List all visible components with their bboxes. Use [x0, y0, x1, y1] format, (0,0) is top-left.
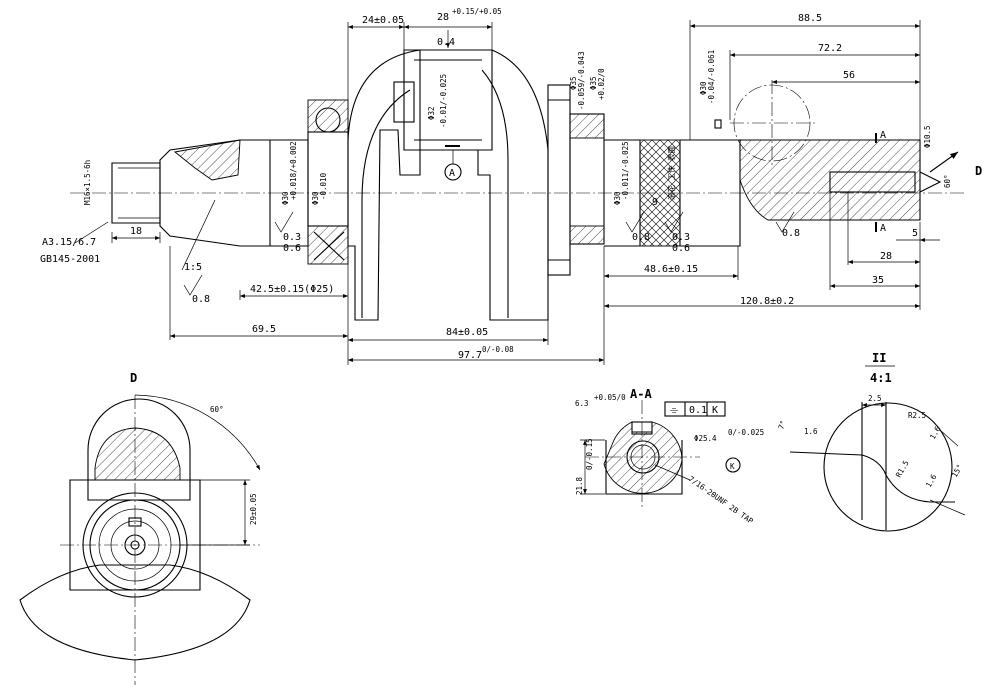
aa-tol-value: 0.1 — [689, 405, 707, 416]
angle-60: 60° — [943, 174, 952, 188]
dim-97-7-tol: 0/-0.08 — [482, 345, 514, 354]
crank-pin — [403, 49, 493, 151]
aa-dim-6-3-tol: +0.05/0 — [594, 393, 626, 402]
crank-web-right — [477, 49, 549, 321]
aa-tol-symbol: ⌯ — [670, 405, 678, 416]
dim-28b: 28 — [880, 251, 892, 262]
detail-scale: 4:1 — [870, 371, 892, 385]
detail-dim-1-6a: 1.6 — [804, 427, 818, 436]
view-d-dim-29: 29±0.05 — [249, 493, 258, 525]
taper-ratio: 1:5 — [184, 262, 202, 273]
view-d-title: D — [130, 371, 137, 385]
view-d-label: D — [975, 164, 982, 178]
standard-ref: GB145-2001 — [40, 254, 100, 265]
aa-dim-25-4: Φ25.4 — [694, 434, 717, 443]
dim-28-tol: +0.15/+0.05 — [452, 7, 502, 16]
detail-dim-1-6c: 1.6 — [924, 472, 939, 489]
dim-30k: Φ30 — [699, 81, 708, 95]
dim-35b: Φ35 — [589, 76, 598, 90]
knurl-note: 滚花 工件 表面 — [666, 145, 676, 200]
dim-30a: Φ30 — [281, 191, 290, 205]
dim-84: 84±0.05 — [446, 327, 488, 338]
dim-28: 28 — [437, 12, 449, 23]
roughness-0-3a: 0.3 — [283, 232, 301, 243]
dim-30a-tol: +0.018/+0.002 — [289, 141, 298, 200]
detail-dim-1-6b: 1.6 — [928, 424, 943, 441]
section-mark-a-top: A — [880, 130, 886, 141]
main-view: A A A D 24±0.05 28 +0.15/+0.05 0.4 Φ32 -… — [40, 7, 982, 365]
dim-120-8: 120.8±0.2 — [740, 296, 794, 307]
detail-angle-7: 7° — [776, 419, 788, 431]
dim-32-tol: -0.01/-0.025 — [439, 74, 448, 128]
aa-tol-ref: K — [712, 405, 718, 416]
section-aa-title: A-A — [630, 387, 652, 401]
view-d-angle: 60° — [210, 405, 224, 414]
dim-35b-tol: +0.02/0 — [597, 68, 606, 100]
flange — [547, 84, 571, 276]
roughness-0-3b: 0.3 — [672, 232, 690, 243]
thread-spec: M16×1.5-6h — [83, 160, 92, 205]
center-hole-spec: A3.15/6.7 — [42, 237, 96, 248]
dim-30c: Φ30 — [613, 191, 622, 205]
dim-30c-tol: -0.011/-0.025 — [621, 141, 630, 200]
dim-69-5: 69.5 — [252, 324, 276, 335]
dim-72-2: 72.2 — [818, 43, 842, 54]
view-d: D 60° 29±0.05 — [19, 371, 261, 685]
aa-dim-21-8-tol: 0/-0.15 — [585, 438, 594, 470]
dim-18: 18 — [130, 226, 142, 237]
dim-10-5: Φ10.5 — [923, 125, 932, 148]
dim-35a: Φ35 — [569, 76, 578, 90]
aa-dim-6-3: 6.3 — [575, 399, 589, 408]
detail-r1-5: R1.5 — [894, 459, 911, 479]
aa-dim-21-8: 21.8 — [575, 476, 584, 495]
roughness-0-8c: 0.8 — [192, 294, 210, 305]
dim-0-4: 0.4 — [437, 37, 455, 48]
detail-dim-2-5: 2.5 — [868, 394, 882, 403]
aa-tap-spec: 7/16-20UNF 2B TAP — [687, 474, 755, 526]
section-mark-a-bottom: A — [880, 223, 886, 234]
roughness-0-8b: 0.8 — [782, 228, 800, 239]
detail-r2-5: R2.5 — [908, 411, 926, 420]
detail-title: II — [872, 351, 886, 365]
aa-datum-k: K — [730, 462, 735, 471]
roughness-0-6b: 0.6 — [672, 243, 690, 254]
dim-35: 35 — [872, 275, 884, 286]
dim-24: 24±0.05 — [362, 15, 404, 26]
detail-ii: II 4:1 2.5 R2.5 7° 1.6 1.6 R1.5 1.6 15° — [776, 351, 966, 532]
dim-30k-tol: -0.04/-0.061 — [707, 50, 716, 104]
dim-35a-tol: -0.059/-0.043 — [577, 51, 586, 110]
output-shaft — [680, 139, 741, 247]
dim-42-5: 42.5±0.15(Φ25) — [250, 284, 334, 295]
dim-48-6: 48.6±0.15 — [644, 264, 698, 275]
aa-dim-25-4-tol: 0/-0.025 — [728, 428, 764, 437]
dim-30b-tol: -0.010 — [319, 172, 328, 200]
dim-5: 5 — [912, 228, 918, 239]
datum-a-label: A — [449, 168, 455, 179]
section-a-a: A-A 6.3 +0.05/0 ⌯ 0.1 K Φ25.4 0/-0.025 2… — [575, 387, 764, 526]
dim-97-7: 97.7 — [458, 350, 482, 361]
dim-32: Φ32 — [427, 106, 436, 120]
dim-30b: Φ30 — [311, 191, 320, 205]
counterweight — [19, 564, 251, 661]
dim-88-5: 88.5 — [798, 13, 822, 24]
roughness-0-6a: 0.6 — [283, 243, 301, 254]
dim-56: 56 — [843, 70, 855, 81]
roughness-0-8a: 0.8 — [632, 232, 650, 243]
dim-9: 9 — [652, 197, 658, 208]
